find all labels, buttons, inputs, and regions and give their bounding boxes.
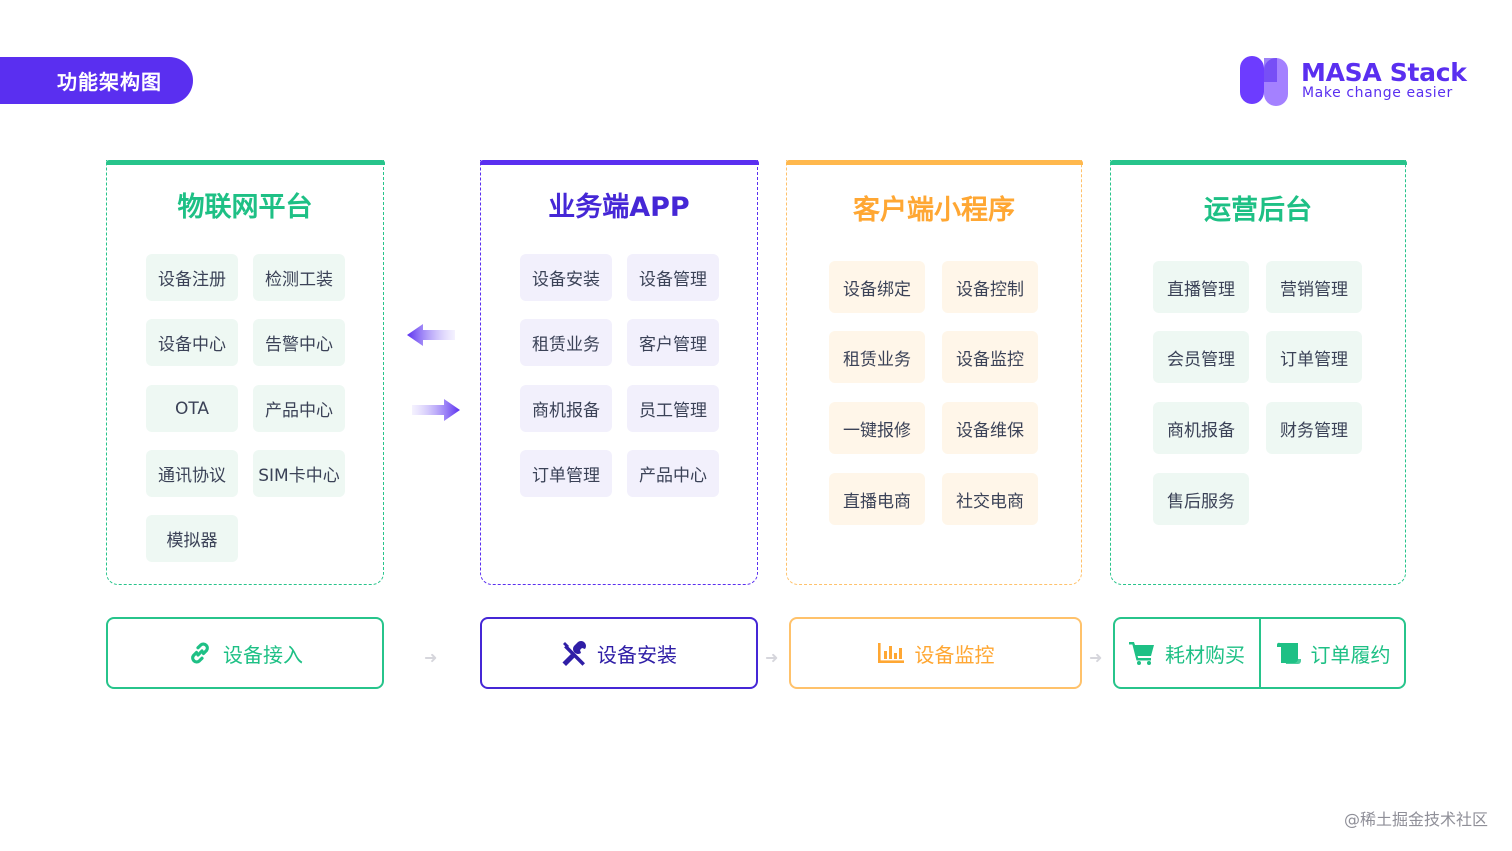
page-title: 功能架构图 bbox=[0, 57, 193, 104]
brand-logo: MASA Stack Make change easier bbox=[1240, 56, 1467, 106]
flow-step-label: 设备监控 bbox=[914, 642, 995, 667]
flow-step-label: 订单履约 bbox=[1310, 642, 1391, 667]
flow-arrow-icon: ➜ bbox=[424, 648, 438, 667]
flow-step-label: 设备接入 bbox=[223, 642, 303, 667]
module-chip: 会员管理 bbox=[1153, 331, 1249, 383]
flow-step-order-fulfil: 订单履约 bbox=[1261, 619, 1404, 687]
panel-title: 物联网平台 bbox=[177, 192, 313, 223]
module-chip: 直播管理 bbox=[1153, 261, 1249, 313]
arrow-right-icon bbox=[412, 399, 460, 421]
module-chip: 设备安装 bbox=[520, 254, 612, 301]
panel-business-app: 业务端APP 设备安装 设备管理 租赁业务 客户管理 商机报备 员工管理 订单管… bbox=[479, 160, 759, 585]
module-chip: 设备维保 bbox=[942, 402, 1038, 454]
flow-step-fulfilment: 耗材购买 订单履约 bbox=[1113, 617, 1406, 689]
flow-step-device-access: 设备接入 bbox=[106, 617, 384, 689]
module-chip: 产品中心 bbox=[627, 450, 719, 497]
module-chip: 财务管理 bbox=[1266, 402, 1362, 454]
module-chip: OTA bbox=[146, 385, 238, 432]
panel-title: 业务端APP bbox=[548, 192, 690, 223]
module-chip: 营销管理 bbox=[1266, 261, 1362, 313]
module-chip: 告警中心 bbox=[253, 319, 345, 366]
panel-operations-backend: 运营后台 直播管理 营销管理 会员管理 订单管理 商机报备 财务管理 售后服务 bbox=[1109, 160, 1407, 585]
logo-slogan: Make change easier bbox=[1302, 85, 1453, 101]
module-chip: 产品中心 bbox=[253, 385, 345, 432]
flow-step-device-monitor: 设备监控 bbox=[789, 617, 1082, 689]
flow-arrow-icon: ➜ bbox=[765, 648, 779, 667]
module-chip: 设备管理 bbox=[627, 254, 719, 301]
module-chip: 订单管理 bbox=[1266, 331, 1362, 383]
module-chip: 售后服务 bbox=[1153, 473, 1249, 525]
panel-customer-miniprogram: 客户端小程序 设备绑定 设备控制 租赁业务 设备监控 一键报修 设备维保 直播电… bbox=[785, 160, 1083, 585]
logo-name: MASA Stack bbox=[1301, 58, 1467, 87]
module-chip: 通讯协议 bbox=[146, 450, 238, 497]
logo-mark-icon bbox=[1240, 56, 1288, 106]
module-chip: 员工管理 bbox=[627, 385, 719, 432]
flow-step-label: 设备安装 bbox=[597, 642, 677, 667]
module-chip: 客户管理 bbox=[627, 319, 719, 366]
module-chip: 商机报备 bbox=[1153, 402, 1249, 454]
module-chip: 商机报备 bbox=[520, 385, 612, 432]
module-chip: 设备绑定 bbox=[829, 261, 925, 313]
link-icon bbox=[191, 642, 209, 664]
module-chip: SIM卡中心 bbox=[253, 450, 345, 497]
flow-step-device-install: 设备安装 bbox=[480, 617, 758, 689]
bar-chart-icon bbox=[877, 643, 904, 663]
module-chip: 设备中心 bbox=[146, 319, 238, 366]
module-chip: 设备监控 bbox=[942, 331, 1038, 383]
module-chip: 设备注册 bbox=[146, 254, 238, 301]
flow-step-label: 耗材购买 bbox=[1165, 642, 1245, 667]
module-chip: 模拟器 bbox=[146, 515, 238, 562]
flow-step-consumables: 耗材购买 bbox=[1115, 619, 1259, 687]
module-chip: 检测工装 bbox=[253, 254, 345, 301]
tools-icon bbox=[562, 641, 586, 666]
module-chip: 设备控制 bbox=[942, 261, 1038, 313]
cart-icon bbox=[1129, 642, 1154, 665]
panel-title: 客户端小程序 bbox=[853, 195, 1015, 226]
arrow-left-icon bbox=[407, 324, 455, 346]
panel-title: 运营后台 bbox=[1204, 195, 1312, 226]
module-chip: 订单管理 bbox=[520, 450, 612, 497]
scroll-icon bbox=[1276, 642, 1301, 664]
divider bbox=[1259, 619, 1261, 687]
module-chip: 直播电商 bbox=[829, 473, 925, 525]
flow-arrow-icon: ➜ bbox=[1089, 648, 1103, 667]
module-chip: 社交电商 bbox=[942, 473, 1038, 525]
panel-iot-platform: 物联网平台 设备注册 检测工装 设备中心 告警中心 OTA 产品中心 通讯协议 … bbox=[105, 160, 385, 585]
watermark: @稀土掘金技术社区 bbox=[1343, 810, 1488, 829]
module-chip: 一键报修 bbox=[829, 402, 925, 454]
module-chip: 租赁业务 bbox=[829, 331, 925, 383]
module-chip: 租赁业务 bbox=[520, 319, 612, 366]
